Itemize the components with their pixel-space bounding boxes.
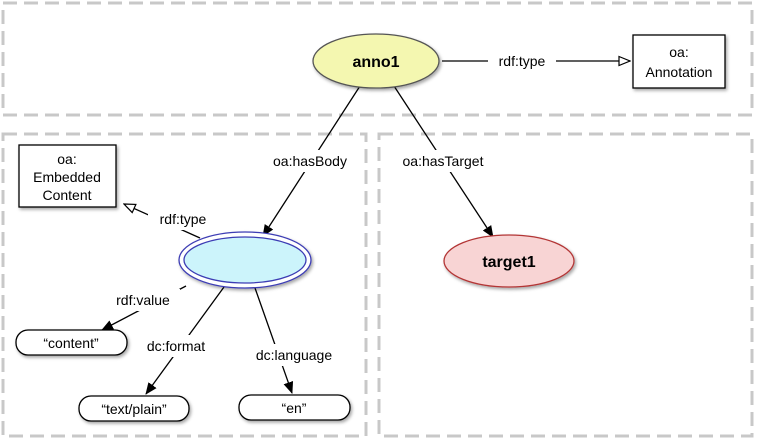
edge-language bbox=[254, 287, 294, 394]
svg-text:Content: Content bbox=[42, 187, 91, 203]
embedded-content-class-node: oa: Embedded Content bbox=[18, 144, 117, 208]
body-region bbox=[1, 132, 368, 438]
svg-text:Annotation: Annotation bbox=[646, 64, 713, 80]
edge-label-anno-type: rdf:type bbox=[499, 53, 546, 69]
edge-label-body-type: rdf:type bbox=[160, 211, 207, 227]
target-region bbox=[377, 132, 754, 438]
svg-text:Embedded: Embedded bbox=[33, 169, 101, 185]
edge-label-format: dc:format bbox=[147, 338, 205, 354]
anno1-label: anno1 bbox=[352, 54, 399, 71]
literal-format-node: “text/plain” bbox=[78, 395, 190, 422]
target1-label: target1 bbox=[482, 254, 535, 271]
body-node bbox=[178, 231, 312, 289]
literal-language-node: “en” bbox=[238, 394, 351, 421]
edge-label-language: dc:language bbox=[256, 347, 333, 363]
literal-content-node: “content” bbox=[15, 329, 128, 356]
anno1-node: anno1 bbox=[312, 33, 440, 89]
svg-text:oa:: oa: bbox=[669, 44, 688, 60]
svg-text:“text/plain”: “text/plain” bbox=[101, 401, 167, 417]
edge-label-has-body: oa:hasBody bbox=[273, 153, 347, 169]
edge-label-has-target: oa:hasTarget bbox=[403, 153, 484, 169]
svg-text:“content”: “content” bbox=[43, 335, 99, 351]
annotation-class-node: oa: Annotation bbox=[632, 34, 726, 89]
target1-node: target1 bbox=[443, 234, 575, 288]
annotation-region bbox=[1, 1, 754, 117]
svg-text:“en”: “en” bbox=[282, 400, 307, 416]
edge-label-value: rdf:value bbox=[116, 292, 170, 308]
svg-text:oa:: oa: bbox=[57, 151, 76, 167]
